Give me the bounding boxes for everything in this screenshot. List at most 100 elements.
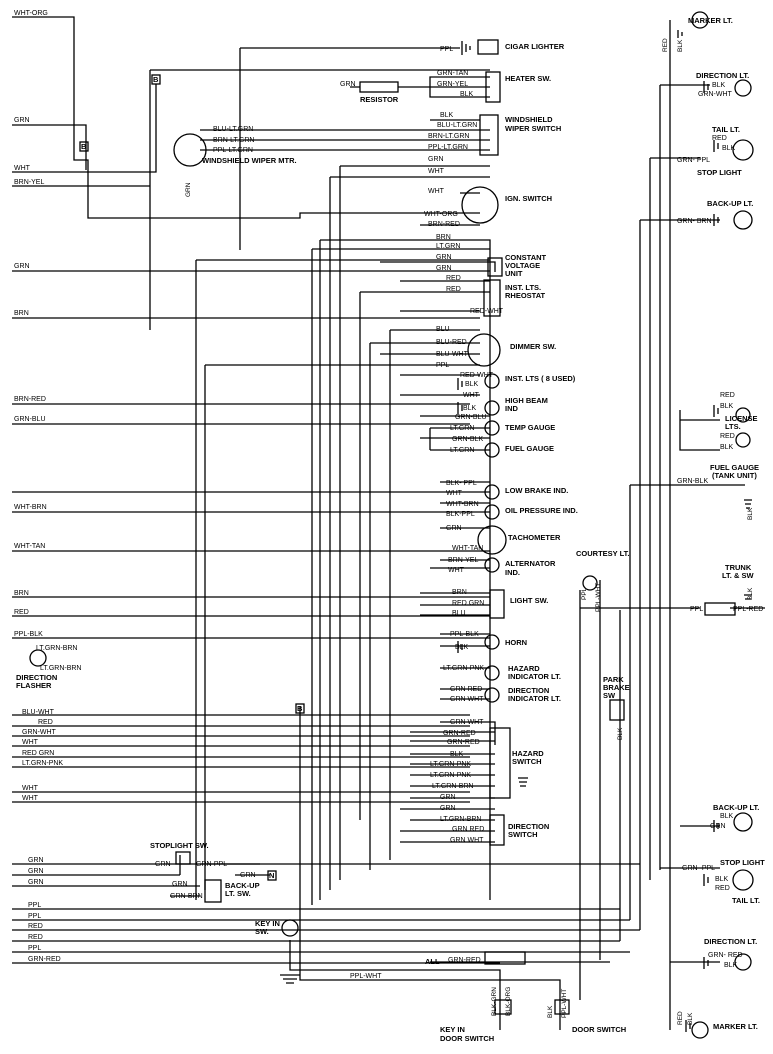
label-cigar-lighter: CIGAR LIGHTER — [505, 42, 565, 51]
wire-label: GRN- RED — [708, 952, 743, 959]
wire-label: BLK — [460, 91, 474, 98]
label-low-brake: LOW BRAKE IND. — [505, 486, 568, 495]
wire-label: BRN-RED — [14, 396, 46, 403]
wire-label: WHT — [22, 785, 39, 792]
wire-label: BLU-WHT — [22, 709, 55, 716]
label-key-in: KEY IN — [255, 919, 280, 928]
wire-label: GRN- PPL — [677, 157, 710, 164]
label-stop-light-bottom: STOP LIGHT — [720, 858, 765, 867]
label-inst-lts: INST. LTS. — [505, 283, 541, 292]
label-oil-pressure: OIL PRESSURE IND. — [505, 506, 578, 515]
label-wiper-switch: WIPER SWITCH — [505, 124, 561, 133]
label-rheostat: RHEOSTAT — [505, 291, 546, 300]
wire-label: GRN RED — [452, 826, 484, 833]
label-alternator: ALTERNATOR — [505, 559, 556, 568]
wire-label: GRN-PPL — [196, 861, 227, 868]
wire-label: GRN-TAN — [437, 70, 468, 77]
wire-label: BLU-LT.GRN — [213, 126, 253, 133]
wire-label: RED GRN — [452, 600, 484, 607]
wire-label: RED GRN — [22, 750, 54, 757]
label-door-switch: DOOR SWITCH — [572, 1025, 626, 1034]
wire-label: WHT — [14, 165, 31, 172]
wire-label: BLK — [440, 112, 454, 119]
label-license: LICENSE — [725, 414, 758, 423]
label-backup-sw2: LT. SW. — [225, 889, 251, 898]
label-fuel-gauge: FUEL GAUGE — [505, 444, 554, 453]
wire-label: WHT-ORG — [14, 10, 48, 17]
wire-label: RED — [446, 275, 461, 282]
label-direction: DIRECTION — [508, 686, 549, 695]
wire-label: GRN-WHT — [22, 729, 57, 736]
wire-label: BRN — [452, 589, 467, 596]
label-hazard-sw2: SWITCH — [512, 757, 542, 766]
label-horn: HORN — [505, 638, 527, 647]
wire-label: BRN-RED — [428, 221, 460, 228]
wire-label: RED — [28, 923, 43, 930]
wire-label: GRN WHT — [450, 696, 484, 703]
label-direction-flasher: DIRECTION — [16, 673, 57, 682]
wire-label: BLK — [724, 962, 738, 969]
wire-label: RED — [677, 1011, 684, 1025]
wire-label: GRN-BLU — [14, 416, 46, 423]
label-backup-sw: BACK-UP — [225, 881, 260, 890]
wire-label: PPL — [28, 902, 41, 909]
wire-label: PPL — [690, 606, 703, 613]
wire-label: GRN — [340, 81, 356, 88]
wire-label: GRN-RED — [443, 730, 476, 737]
wire-label: GRN — [155, 861, 171, 868]
label-license2: LTS. — [725, 422, 741, 431]
wire-label: LT.GRN-PNK — [430, 761, 471, 768]
label-direction-sw2: SWITCH — [508, 830, 538, 839]
wire-label: BLK — [712, 82, 726, 89]
wire-label: PPL-BLK — [14, 631, 43, 638]
label-marker-lt-top: MARKER LT. — [688, 16, 733, 25]
wire-label: WHT — [22, 739, 39, 746]
wire-label: GRN — [710, 823, 726, 830]
wire-label: BLK — [720, 403, 734, 410]
wire-label: GRN- BRN — [677, 218, 712, 225]
wire-label: BLK — [547, 1005, 554, 1018]
wire-label: WHT — [463, 392, 480, 399]
label-hazard: HAZARD — [508, 664, 540, 673]
label-sw: SW — [603, 691, 616, 700]
label-tail-lt-top: TAIL LT. — [712, 125, 740, 134]
label-n-marker: N — [269, 871, 274, 880]
label-direction-lt-top: DIRECTION LT. — [696, 71, 749, 80]
label-unit: UNIT — [505, 269, 523, 278]
vertical-wire-labels: RED BLK GRN PPL PPL-WHT BLK BLK BLK BLK-… — [185, 38, 754, 1025]
wire-label: LT.GRN-BRN — [40, 665, 81, 672]
label-constant: CONSTANT — [505, 253, 547, 262]
wire-label: GRN WHT — [450, 837, 484, 844]
wire-label: BLK-PPL — [446, 511, 475, 518]
wire-label: WHT-TAN — [14, 543, 45, 550]
wire-label: RED — [720, 392, 735, 399]
label-wiper-motor: WINDSHIELD WIPER MTR. — [202, 156, 297, 165]
label-indicator-lt: INDICATOR LT. — [508, 672, 561, 681]
wire-label: BLU-WHT — [436, 351, 469, 358]
label-b-marker-2: B — [81, 142, 87, 151]
wire-label: BLK — [687, 1012, 694, 1025]
label-stoplight-sw: STOPLIGHT SW. — [150, 841, 209, 850]
label-stop-light-top: STOP LIGHT — [697, 168, 742, 177]
wire-label: GRN — [440, 805, 456, 812]
wire-label: BRN-LT.GRN — [213, 137, 254, 144]
label-indicator-lt2: INDICATOR LT. — [508, 694, 561, 703]
label-high-beam: HIGH BEAM — [505, 396, 548, 405]
wire-label: GRN-BRN — [170, 893, 203, 900]
label-b-marker-1: B — [153, 75, 159, 84]
wire-label: GRN-RED — [448, 957, 481, 964]
wire-label: GRN — [240, 872, 256, 879]
wire-label: BLK — [715, 876, 729, 883]
label-temp-gauge: TEMP GAUGE — [505, 423, 555, 432]
label-direction-lt-bottom: DIRECTION LT. — [704, 937, 757, 946]
label-windshield: WINDSHIELD — [505, 115, 553, 124]
wire-label: BLK-GRN — [491, 987, 498, 1016]
wire-label: BLK- PPL — [446, 480, 477, 487]
wire-label: BLK — [617, 727, 624, 740]
wire-label: WHT — [22, 795, 39, 802]
wire-label: WHT — [448, 567, 465, 574]
label-key-in2: SW. — [255, 927, 269, 936]
wire-label: BRN — [436, 234, 451, 241]
wire-label: RED — [662, 38, 669, 52]
